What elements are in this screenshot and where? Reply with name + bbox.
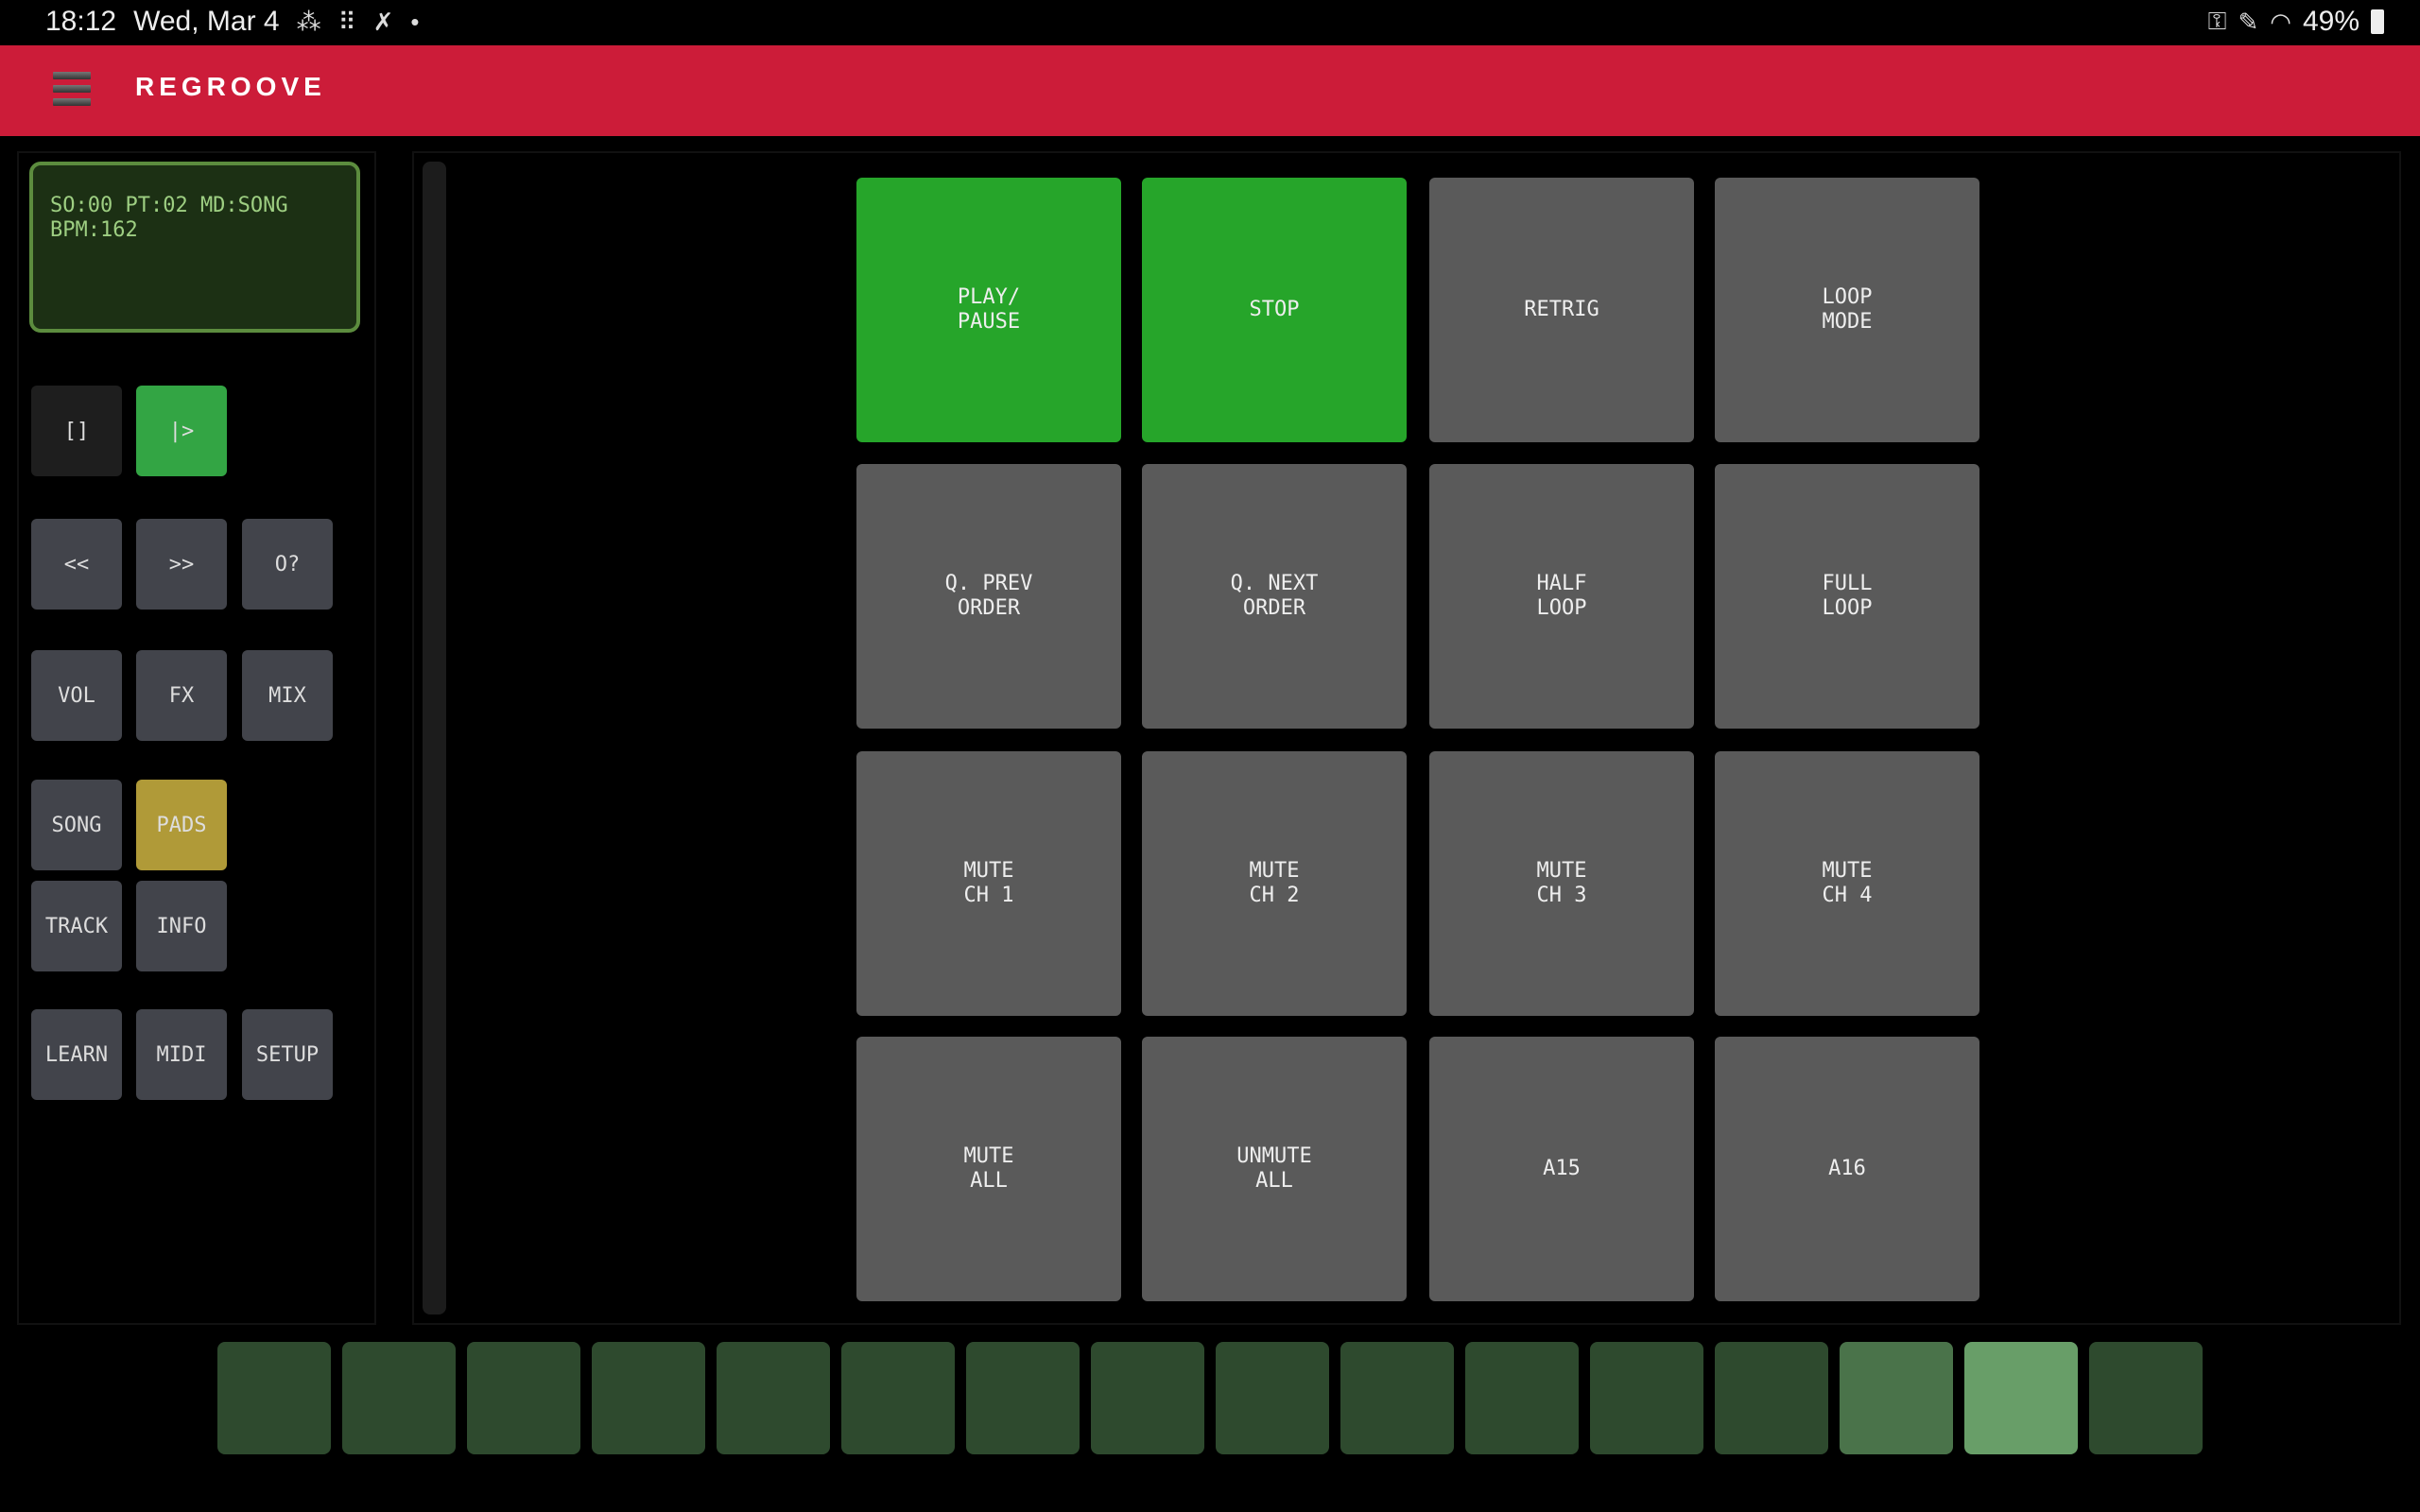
- clock: 18:12: [45, 6, 117, 37]
- info-button[interactable]: INFO: [136, 881, 227, 971]
- order-button[interactable]: O?: [242, 519, 333, 610]
- pad-6[interactable]: Q. NEXT ORDER: [1142, 464, 1407, 729]
- pad-7[interactable]: HALF LOOP: [1429, 464, 1694, 729]
- app-grid-icon: ⠿: [337, 7, 356, 36]
- pen-icon: ✎: [2238, 7, 2259, 36]
- step-4: [592, 1342, 705, 1454]
- pad-5[interactable]: Q. PREV ORDER: [856, 464, 1121, 729]
- step-1: [217, 1342, 331, 1454]
- pad-2[interactable]: STOP: [1142, 178, 1407, 442]
- pads-button[interactable]: PADS: [136, 780, 227, 870]
- app-title: REGROOVE: [135, 72, 326, 101]
- step-9: [1216, 1342, 1329, 1454]
- step-12: [1590, 1342, 1703, 1454]
- lcd-line-2: BPM:162: [50, 218, 138, 242]
- step-8: [1091, 1342, 1204, 1454]
- mix-button[interactable]: MIX: [242, 650, 333, 741]
- pad-10[interactable]: MUTE CH 2: [1142, 751, 1407, 1016]
- pad-11[interactable]: MUTE CH 3: [1429, 751, 1694, 1016]
- pad-4[interactable]: LOOP MODE: [1715, 178, 1979, 442]
- step-6: [841, 1342, 955, 1454]
- pads-panel: [412, 151, 2401, 1325]
- pad-15[interactable]: A15: [1429, 1037, 1694, 1301]
- status-bar: 18:12 Wed, Mar 4 ⁂ ⠿ ✗ • ⚿ ✎ ◠ 49%: [0, 0, 2420, 45]
- fx-button[interactable]: FX: [136, 650, 227, 741]
- pad-3[interactable]: RETRIG: [1429, 178, 1694, 442]
- step-14: [1840, 1342, 1953, 1454]
- sparkle-icon: ⁂: [296, 7, 321, 36]
- menu-icon[interactable]: [53, 72, 91, 110]
- vpn-key-icon: ⚿: [2207, 7, 2227, 35]
- step-16: [2089, 1342, 2203, 1454]
- track-button[interactable]: TRACK: [31, 881, 122, 971]
- date: Wed, Mar 4: [133, 6, 280, 37]
- song-button[interactable]: SONG: [31, 780, 122, 870]
- app-header: REGROOVE: [0, 45, 2420, 136]
- battery-charging-icon: [2371, 9, 2384, 34]
- pad-12[interactable]: MUTE CH 4: [1715, 751, 1979, 1016]
- step-2: [342, 1342, 456, 1454]
- pad-1[interactable]: PLAY/ PAUSE: [856, 178, 1121, 442]
- pen-off-icon: ✗: [372, 7, 394, 36]
- prev-button[interactable]: <<: [31, 519, 122, 610]
- pad-13[interactable]: MUTE ALL: [856, 1037, 1121, 1301]
- step-3: [467, 1342, 580, 1454]
- next-button[interactable]: >>: [136, 519, 227, 610]
- lcd-line-1: SO:00 PT:02 MD:SONG: [50, 194, 288, 217]
- pad-14[interactable]: UNMUTE ALL: [1142, 1037, 1407, 1301]
- pad-16[interactable]: A16: [1715, 1037, 1979, 1301]
- learn-button[interactable]: LEARN: [31, 1009, 122, 1100]
- vol-button[interactable]: VOL: [31, 650, 122, 741]
- pad-8[interactable]: FULL LOOP: [1715, 464, 1979, 729]
- step-5: [717, 1342, 830, 1454]
- step-10: [1340, 1342, 1454, 1454]
- setup-button[interactable]: SETUP: [242, 1009, 333, 1100]
- play-button[interactable]: |>: [136, 386, 227, 476]
- stop-button[interactable]: []: [31, 386, 122, 476]
- scrollbar[interactable]: [423, 162, 446, 1314]
- step-15: [1964, 1342, 2078, 1454]
- pad-9[interactable]: MUTE CH 1: [856, 751, 1121, 1016]
- midi-button[interactable]: MIDI: [136, 1009, 227, 1100]
- step-7: [966, 1342, 1080, 1454]
- step-13: [1715, 1342, 1828, 1454]
- lcd-display: SO:00 PT:02 MD:SONG BPM:162: [29, 162, 360, 333]
- step-11: [1465, 1342, 1579, 1454]
- wifi-icon: ◠: [2270, 7, 2291, 36]
- dot-icon: •: [410, 7, 420, 36]
- battery-level: 49%: [2302, 6, 2360, 37]
